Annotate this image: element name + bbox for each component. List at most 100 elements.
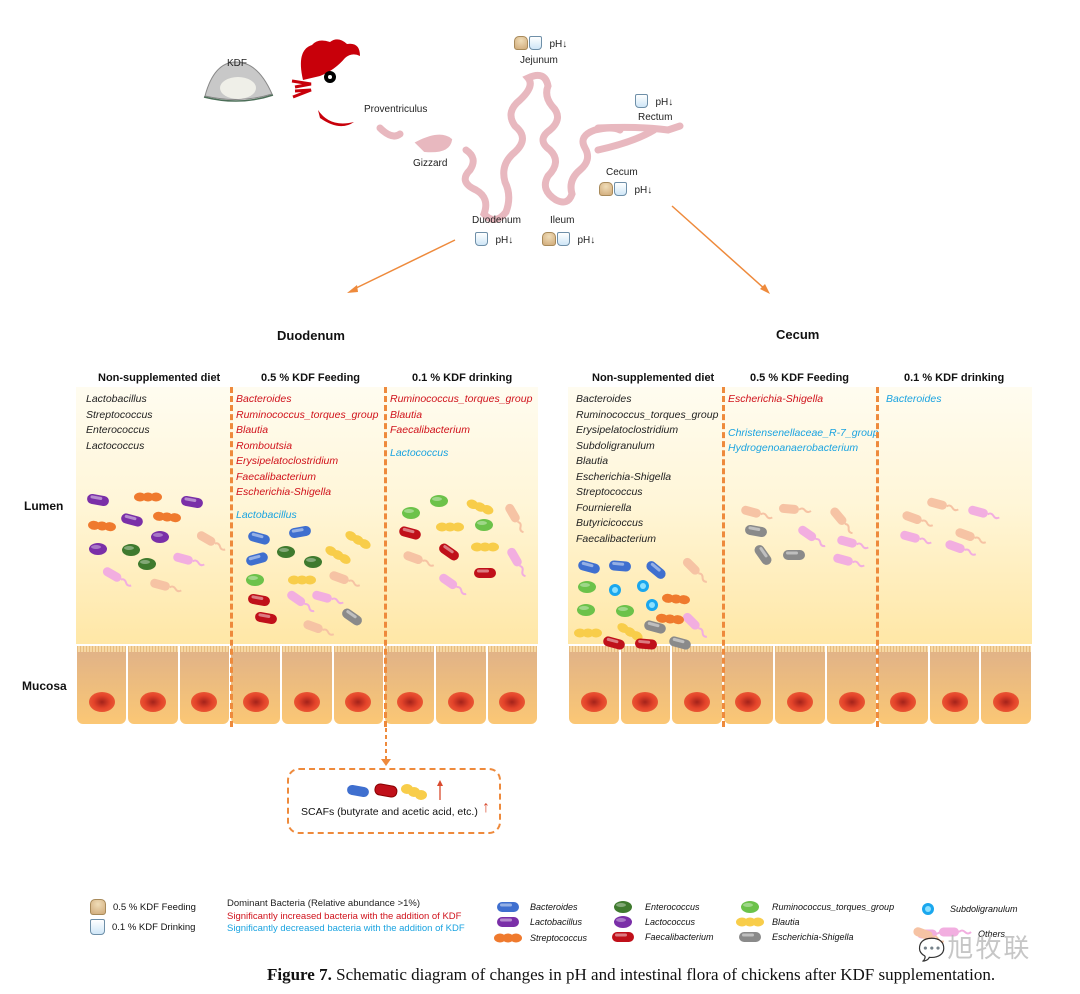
epithelial-cell bbox=[231, 646, 281, 724]
legend-label: Blautia bbox=[772, 917, 800, 927]
escherichia-shigella-icon bbox=[644, 620, 666, 634]
species-name: Bacteroides bbox=[576, 393, 632, 405]
column-divider bbox=[722, 387, 725, 727]
microvilli bbox=[179, 646, 229, 652]
intestine-tube bbox=[376, 71, 684, 223]
others-icon bbox=[287, 590, 315, 613]
cell-nucleus bbox=[499, 692, 526, 712]
lactobacillus-icon bbox=[497, 917, 519, 927]
ph-marker-jejunum: pH↓ bbox=[514, 34, 567, 52]
legend-item: 0.1 % KDF Drinking bbox=[90, 917, 196, 937]
species-name: Ruminococcus_torques_group bbox=[576, 408, 719, 421]
bacteroides-icon bbox=[248, 531, 270, 545]
microvilli bbox=[672, 646, 722, 652]
enterococcus-icon bbox=[277, 546, 295, 558]
duodenum-panel: Non-supplemented diet 0.5 % KDF Feeding … bbox=[76, 372, 538, 727]
watermark: 💬旭牧联 bbox=[918, 933, 1032, 963]
streptococcus-icon bbox=[88, 520, 116, 532]
legend-swatch bbox=[614, 916, 632, 928]
others-icon bbox=[798, 525, 826, 548]
organ-label-jejunum: Jejunum bbox=[520, 55, 558, 66]
arrow-down-icon: ↓ bbox=[562, 39, 568, 50]
legend-label: Enterococcus bbox=[645, 902, 700, 912]
microvilli bbox=[385, 646, 435, 652]
bacteria-scatter bbox=[574, 497, 1000, 650]
epithelial-cell bbox=[179, 646, 229, 724]
species-name: Butyricicoccus bbox=[576, 517, 644, 529]
subdoligranulum-icon bbox=[609, 584, 621, 596]
bacteroides-icon bbox=[578, 560, 600, 574]
organ-label-rectum: Rectum bbox=[638, 112, 673, 123]
legend-label: Streptococcus bbox=[530, 933, 588, 943]
lactococcus-icon bbox=[89, 543, 107, 555]
others-icon bbox=[833, 553, 865, 568]
arrow-to-duodenum bbox=[347, 239, 456, 293]
legend-item: Escherichia-Shigella bbox=[734, 930, 854, 944]
otherspeach-icon bbox=[830, 507, 853, 535]
feed-bag-icon bbox=[599, 181, 613, 196]
legend-item: Enterococcus bbox=[607, 900, 700, 914]
escherichia-shigella-icon bbox=[669, 636, 691, 650]
cell-nucleus bbox=[242, 692, 269, 712]
epithelial-cell bbox=[385, 646, 435, 724]
species-name: Escherichia-Shigella bbox=[728, 393, 824, 405]
others-icon bbox=[837, 535, 869, 550]
legend-item: Lactococcus bbox=[607, 915, 695, 929]
species-name: Blautia bbox=[236, 424, 269, 436]
species-name: Faecalibacterium bbox=[576, 532, 656, 545]
legend-item: Lactobacillus bbox=[492, 915, 582, 929]
subdoligranulum-icon bbox=[646, 599, 658, 611]
cell-nucleus bbox=[735, 692, 762, 712]
enterococcus-icon bbox=[614, 901, 632, 913]
cell-nucleus bbox=[941, 692, 968, 712]
epithelial-cell bbox=[487, 646, 537, 724]
blautia-icon bbox=[401, 784, 427, 800]
legend-item: Subdoligranulum bbox=[912, 902, 1018, 916]
faecalibacterium-icon bbox=[635, 638, 657, 650]
lumen-area bbox=[568, 387, 1032, 644]
microvilli bbox=[826, 646, 877, 652]
lactococcus-icon bbox=[614, 916, 632, 928]
legend-swatch bbox=[736, 917, 764, 927]
species-name: Escherichia-Shigella bbox=[236, 486, 332, 498]
legend-item: Others bbox=[912, 927, 1005, 943]
scfa-text: SCAFs (butyrate and acetic acid, etc.) bbox=[301, 806, 478, 818]
epithelial-cell bbox=[775, 646, 825, 724]
species-name: Ruminococcus_torques_group bbox=[236, 408, 379, 421]
epithelial-cell bbox=[929, 646, 980, 724]
escherichia-shigella-icon bbox=[783, 550, 805, 560]
otherspeach-icon bbox=[902, 511, 934, 527]
cell-nucleus bbox=[396, 692, 423, 712]
side-label-mucosa: Mucosa bbox=[22, 679, 67, 693]
others-icon bbox=[945, 540, 977, 556]
subdoligranulum-icon bbox=[922, 903, 934, 915]
epithelial-cell bbox=[436, 646, 486, 724]
column-title: 0.1 % KDF drinking bbox=[904, 372, 1005, 384]
blautia-icon bbox=[574, 628, 602, 638]
epithelial-cell bbox=[333, 646, 383, 724]
ph-marker-rectum: pH↓ bbox=[635, 92, 673, 110]
species-name: Faecalibacterium bbox=[236, 470, 316, 483]
epithelial-cell bbox=[723, 646, 774, 724]
microvilli bbox=[436, 646, 486, 652]
arrow-down-icon: ↓ bbox=[508, 235, 514, 246]
blautia-icon bbox=[736, 917, 764, 927]
feed-bag-icon bbox=[514, 35, 528, 50]
lactobacillus-icon bbox=[87, 493, 109, 507]
legend-label: Bacteroides bbox=[530, 902, 578, 912]
others-icon bbox=[102, 567, 132, 587]
others-icon bbox=[507, 547, 526, 578]
enterococcus-icon bbox=[138, 558, 156, 570]
faecalibacterium-icon bbox=[439, 543, 459, 561]
ph-marker-ileum: pH↓ bbox=[542, 230, 595, 248]
enterococcus-icon bbox=[304, 556, 322, 568]
epithelial-cell bbox=[878, 646, 928, 724]
escherichia-shigella-icon bbox=[739, 932, 761, 942]
species-name: Subdoligranulum bbox=[576, 439, 655, 452]
epithelial-cell bbox=[826, 646, 877, 724]
legend-swatch bbox=[497, 902, 519, 912]
mucosa-cells bbox=[76, 646, 538, 726]
microvilli bbox=[128, 646, 178, 652]
figure-caption: Figure 7. Schematic diagram of changes i… bbox=[267, 965, 995, 985]
